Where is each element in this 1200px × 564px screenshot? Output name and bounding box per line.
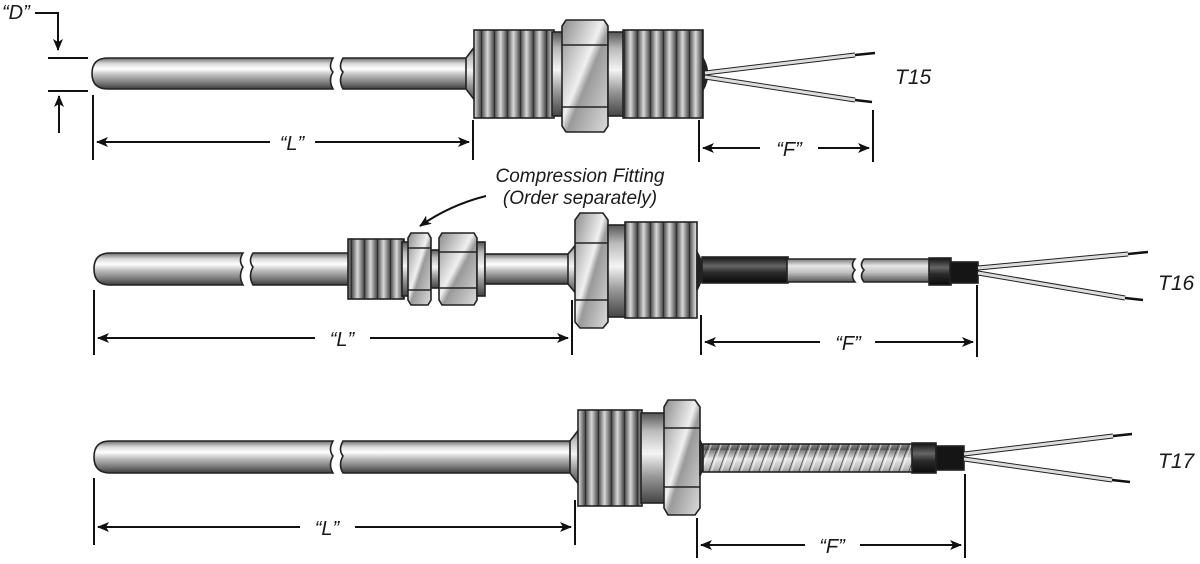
thread-section [577, 409, 643, 507]
sheath-rod [339, 440, 573, 474]
length-label: “L” [315, 518, 341, 540]
flex-length-dimension: “F” [696, 474, 966, 558]
lead-wires [963, 432, 1133, 484]
model-label-t15: T15 [895, 66, 932, 89]
cable [786, 258, 857, 283]
lead-wires [704, 51, 876, 104]
cable-ferrule [911, 442, 937, 474]
probe-t17: T17 “L” “F” [93, 399, 1196, 558]
sheath-rod [91, 57, 335, 90]
cable [860, 258, 931, 283]
model-label-t17: T17 [1158, 450, 1196, 473]
flex-length-label: “F” [776, 139, 803, 161]
callout-line-2: (Order separately) [503, 188, 657, 209]
thread-section [624, 221, 698, 319]
sheath-rod [339, 57, 469, 90]
diameter-label: “D” [2, 2, 31, 24]
thread-section [622, 29, 704, 119]
length-label: “L” [330, 329, 356, 351]
flex-length-label: “F” [835, 333, 862, 355]
cable-ferrule [928, 257, 952, 286]
flex-length-label: “F” [819, 536, 846, 558]
probe-t16: T16 Compression Fitting (Order separatel… [93, 166, 1195, 357]
cable-sleeve [701, 256, 789, 284]
thread-collar [607, 31, 625, 117]
model-label-t16: T16 [1158, 272, 1195, 295]
probe-t15: T15 “D” “L” “F” [2, 2, 932, 162]
hex-nut [663, 399, 701, 516]
length-dimension: “L” [92, 95, 474, 160]
thread-section [473, 29, 555, 119]
diameter-dimension: “D” [2, 2, 88, 133]
compression-fitting [347, 232, 486, 306]
flex-length-dimension: “F” [700, 285, 978, 357]
sheath-rod [484, 253, 571, 285]
flex-length-dimension: “F” [698, 110, 874, 162]
length-dimension: “L” [93, 478, 576, 545]
hex-nut [561, 19, 609, 133]
length-label: “L” [280, 133, 306, 155]
lead-wires [977, 250, 1149, 302]
compression-fitting-callout: Compression Fitting (Order separately) [419, 166, 665, 227]
callout-line-1: Compression Fitting [496, 166, 665, 187]
sheath-rod [249, 252, 351, 286]
armored-cable [702, 443, 914, 473]
hex-nut [574, 212, 609, 329]
sheath-rod [93, 440, 335, 474]
length-dimension: “L” [93, 290, 573, 355]
sheath-rod [93, 252, 245, 286]
